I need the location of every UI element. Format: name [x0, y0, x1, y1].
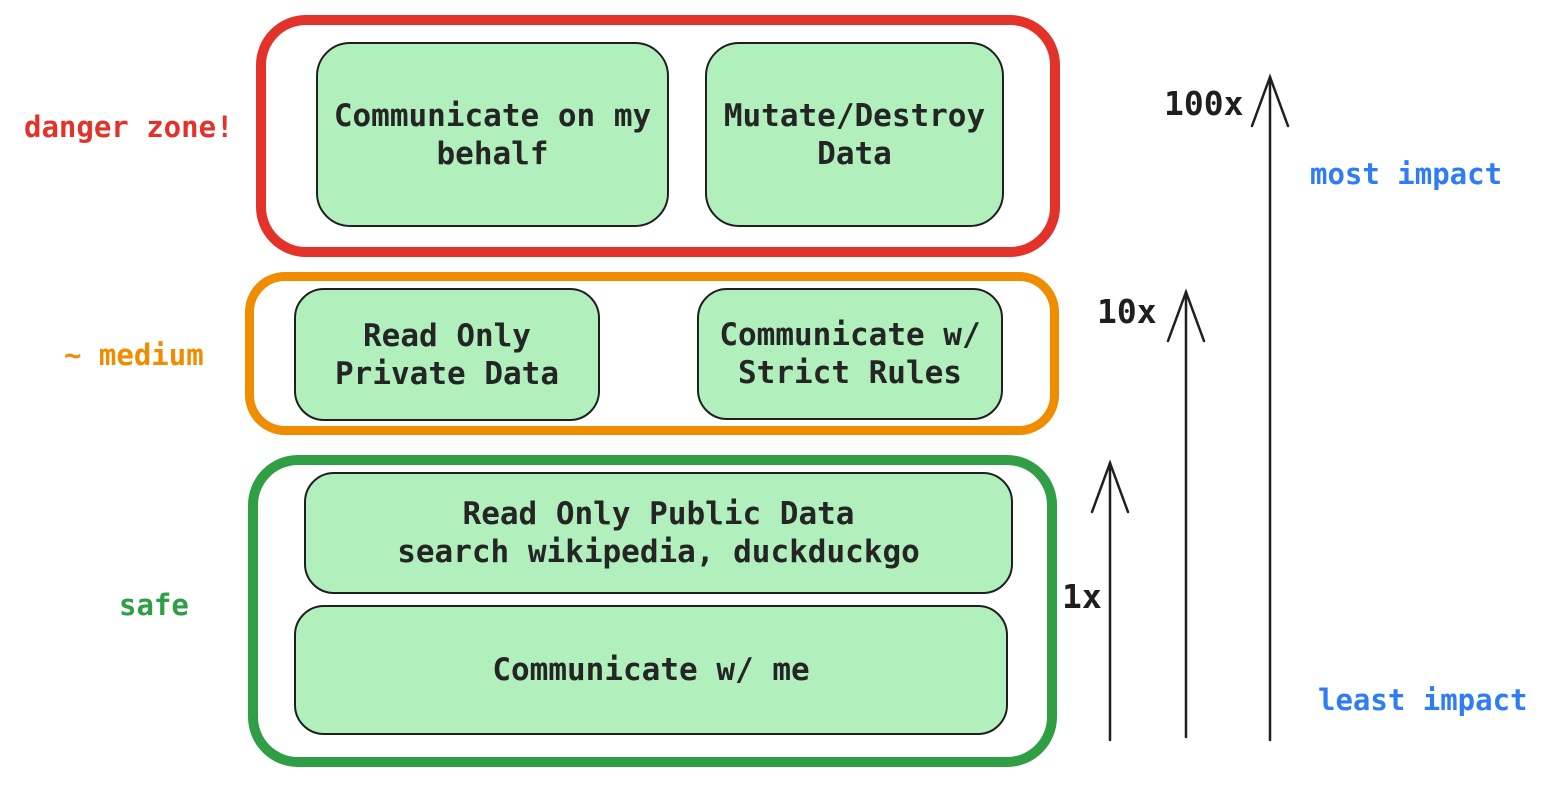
arrow-label-10x: 10x — [1097, 292, 1157, 331]
capability-box-read-only-public-data: Read Only Public Data search wikipedia, … — [304, 472, 1013, 594]
danger-zone: Communicate on my behalf Mutate/Destroy … — [256, 15, 1060, 257]
safe-zone-label: safe — [119, 588, 189, 622]
medium-zone: Read Only Private Data Communicate w/ St… — [245, 272, 1059, 435]
safe-zone: Read Only Public Data search wikipedia, … — [248, 455, 1057, 767]
capability-box-communicate-on-my-behalf: Communicate on my behalf — [316, 42, 669, 227]
impact-arrow-100x — [1250, 73, 1290, 742]
arrow-label-1x: 1x — [1062, 577, 1102, 616]
impact-arrow-10x — [1166, 288, 1206, 739]
danger-zone-label: danger zone! — [24, 110, 234, 144]
medium-zone-label: ~ medium — [64, 338, 204, 372]
capability-box-read-only-private-data: Read Only Private Data — [294, 288, 600, 421]
least-impact-label: least impact — [1318, 683, 1528, 717]
capability-box-communicate-with-me: Communicate w/ me — [294, 605, 1008, 735]
capability-box-communicate-strict-rules: Communicate w/ Strict Rules — [697, 288, 1003, 420]
arrow-label-100x: 100x — [1164, 84, 1244, 123]
most-impact-label: most impact — [1310, 157, 1503, 191]
capability-box-mutate-destroy-data: Mutate/Destroy Data — [705, 42, 1004, 227]
